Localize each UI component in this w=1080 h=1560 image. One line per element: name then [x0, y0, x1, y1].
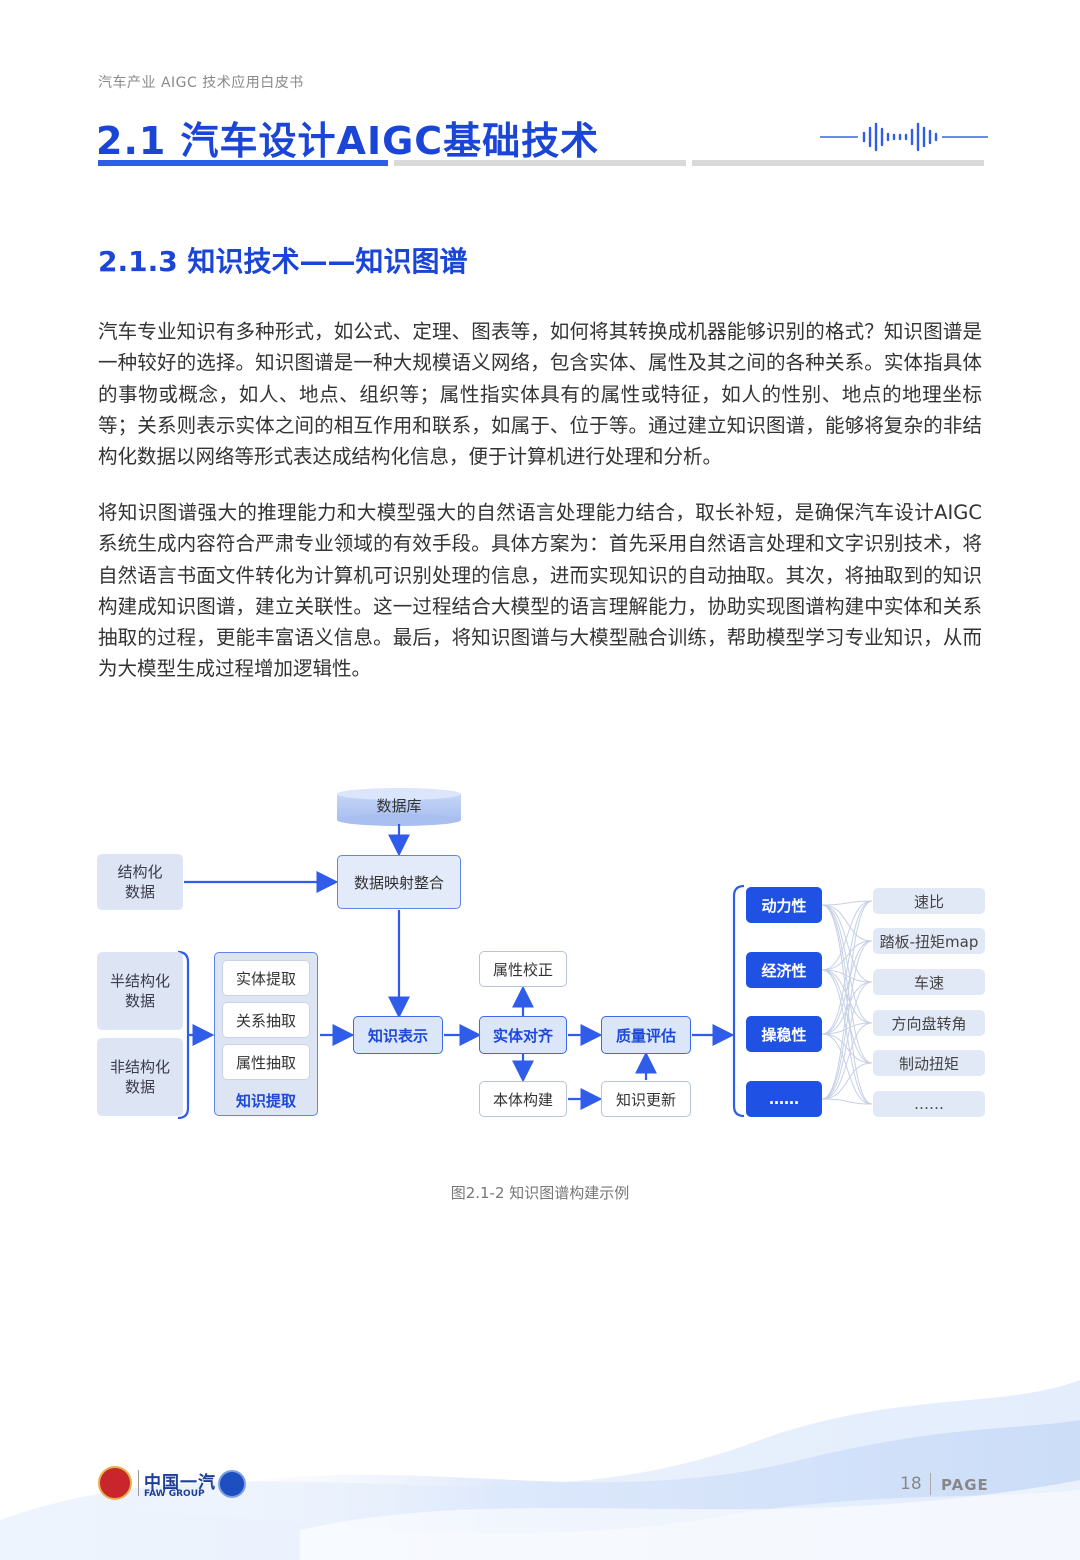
attribute-more: …… — [873, 1091, 985, 1117]
sound-wave-icon — [820, 122, 988, 152]
faw-emblem-icon — [98, 1466, 132, 1500]
entity-extraction-item: 实体提取 — [222, 960, 310, 996]
ontology-construction-box: 本体构建 — [479, 1081, 567, 1117]
attribute-steering-angle: 方向盘转角 — [873, 1010, 985, 1036]
knowledge-extraction-label: 知识提取 — [235, 1091, 296, 1110]
logo-divider — [138, 1470, 139, 1496]
page-label: PAGE — [941, 1476, 989, 1494]
quality-evaluation-box: 质量评估 — [601, 1016, 691, 1054]
knowledge-update-box: 知识更新 — [601, 1081, 691, 1117]
title-bar-inactive — [692, 160, 984, 166]
attribute-pedal-torque-map: 踏板-扭矩map — [873, 928, 985, 954]
doc-header: 汽车产业 AIGC 技术应用白皮书 — [98, 75, 304, 91]
unstructured-data-box: 非结构化 数据 — [97, 1038, 183, 1116]
category-power: 动力性 — [746, 887, 822, 923]
body-paragraph: 将知识图谱强大的推理能力和大模型强大的自然语言处理能力结合，取长补短，是确保汽车… — [98, 501, 982, 681]
relation-extraction-item: 关系抽取 — [222, 1002, 310, 1038]
attribute-extraction-item: 属性抽取 — [222, 1044, 310, 1080]
attribute-correction-box: 属性校正 — [479, 951, 567, 987]
logo-english: FAW GROUP — [144, 1489, 205, 1499]
section-title: 2.1.3 知识技术——知识图谱 — [98, 245, 468, 278]
database-cylinder — [337, 788, 461, 826]
category-economy: 经济性 — [746, 952, 822, 988]
page-separator — [930, 1473, 931, 1495]
attribute-ratio: 速比 — [873, 888, 985, 914]
chapter-title: 2.1 汽车设计AIGC基础技术 — [96, 119, 600, 163]
body-paragraph: 汽车专业知识有多种形式，如公式、定理、图表等，如何将其转换成机器能够识别的格式？… — [98, 320, 982, 469]
logo-chinese: 中国一汽 — [144, 1473, 216, 1493]
title-bar-active — [98, 160, 388, 166]
attribute-speed: 车速 — [873, 969, 985, 995]
faw-badge-icon — [218, 1470, 246, 1498]
figure-caption: 图2.1-2 知识图谱构建示例 — [450, 1184, 630, 1202]
attribute-brake-torque: 制动扭矩 — [873, 1050, 985, 1076]
category-handling: 操稳性 — [746, 1016, 822, 1052]
page-number: 18 — [900, 1474, 922, 1494]
semi-structured-data-box: 半结构化 数据 — [97, 952, 183, 1030]
title-bar-inactive — [394, 160, 686, 166]
data-mapping-box: 数据映射整合 — [337, 855, 461, 909]
entity-alignment-box: 实体对齐 — [479, 1016, 567, 1054]
category-more: …… — [746, 1081, 822, 1117]
knowledge-representation-box: 知识表示 — [353, 1016, 443, 1054]
structured-data-box: 结构化 数据 — [97, 854, 183, 910]
database-label: 数据库 — [376, 796, 422, 815]
footer-wave-decoration — [0, 1380, 1080, 1560]
